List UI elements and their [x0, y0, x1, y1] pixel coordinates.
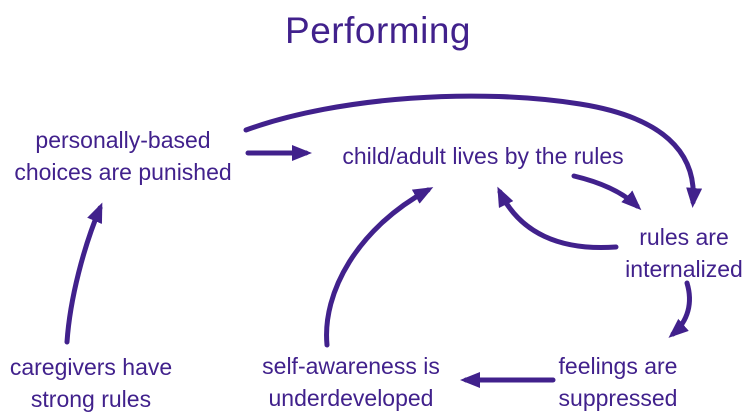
node-feelings-suppressed-line1: feelings are — [558, 353, 678, 379]
node-caregivers-rules: caregivers have strong rules — [10, 351, 172, 415]
arrow-rules-to-lives — [497, 186, 619, 251]
arrow-lives-to-rules — [571, 173, 642, 211]
node-selfawareness-line2: underdeveloped — [268, 385, 434, 411]
arrow-selfawareness-to-lives — [324, 187, 434, 348]
node-rules-internalized-line2: internalized — [625, 256, 743, 282]
arrow-rules-to-feelings — [668, 280, 692, 338]
node-rules-internalized-line1: rules are — [639, 224, 729, 250]
node-choices-punished: personally-based choices are punished — [14, 124, 231, 188]
node-lives-by-rules: child/adult lives by the rules — [342, 140, 623, 172]
node-lives-by-rules-line1: child/adult lives by the rules — [342, 143, 624, 169]
arrow-choices-to-rules — [243, 93, 703, 208]
diagram-title: Performing — [285, 10, 471, 51]
node-rules-internalized: rules are internalized — [625, 221, 743, 285]
node-feelings-suppressed-line2: suppressed — [558, 385, 678, 411]
node-selfawareness: self-awareness is underdeveloped — [262, 350, 440, 414]
node-feelings-suppressed: feelings are suppressed — [559, 350, 678, 414]
node-selfawareness-line1: self-awareness is — [262, 353, 440, 379]
arrow-caregivers-to-choices — [64, 202, 103, 345]
node-caregivers-rules-line1: caregivers have — [9, 354, 173, 380]
node-caregivers-rules-line2: strong rules — [30, 386, 152, 412]
node-choices-punished-line1: personally-based — [35, 127, 211, 153]
node-choices-punished-line2: choices are punished — [14, 159, 232, 185]
